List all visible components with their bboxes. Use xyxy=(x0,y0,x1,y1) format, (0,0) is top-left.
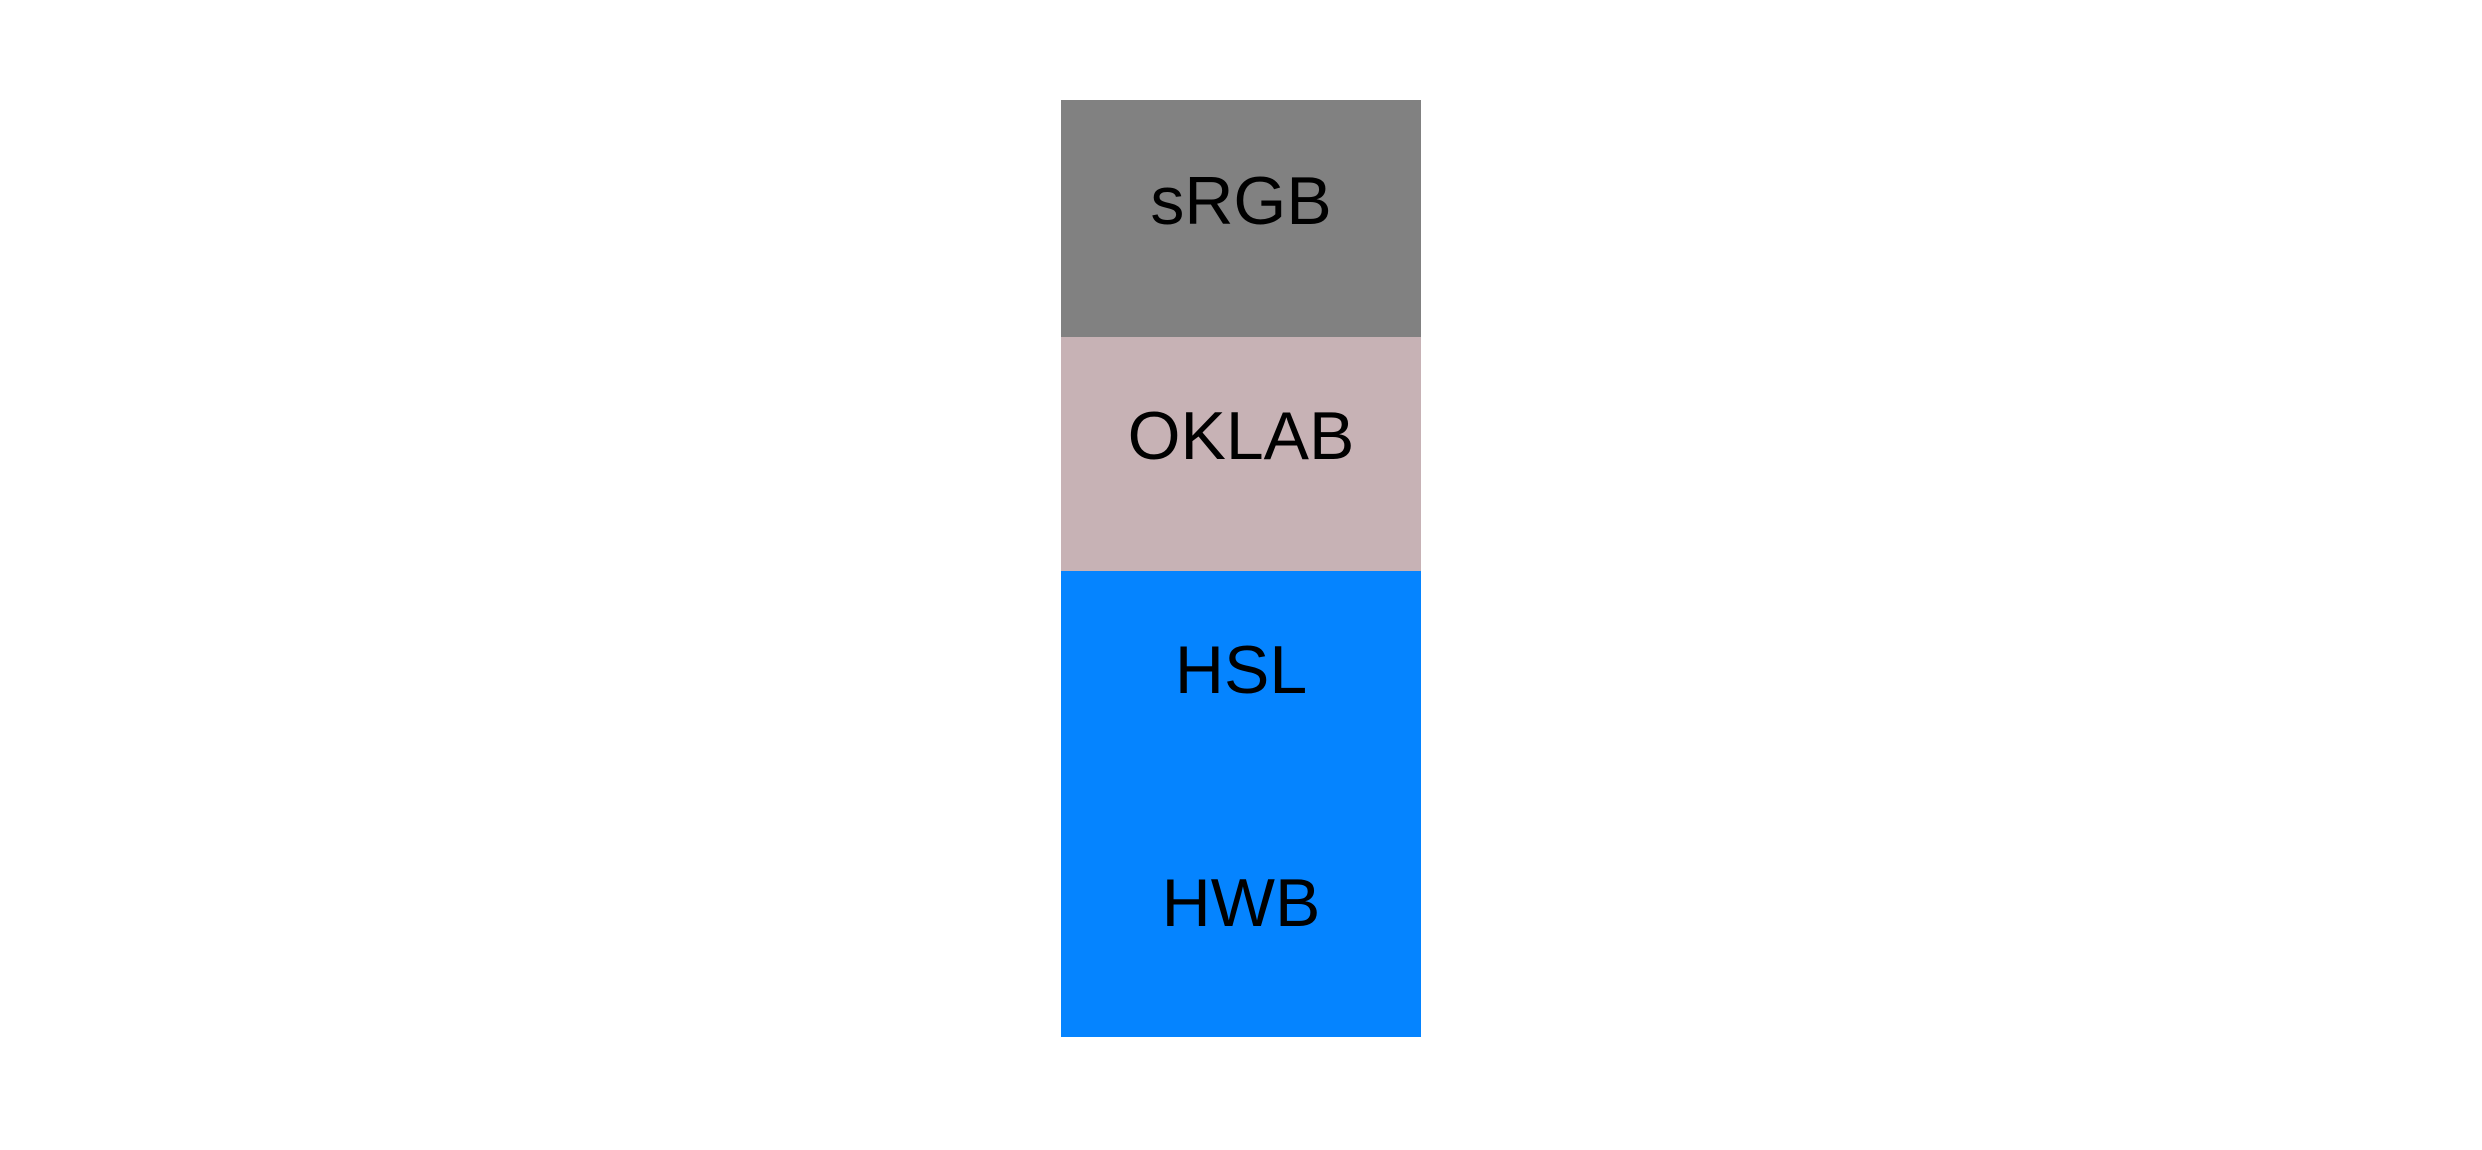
swatch-hwb[interactable]: HWB xyxy=(1061,804,1421,1037)
swatch-hsl[interactable]: HSL xyxy=(1061,571,1421,804)
swatch-srgb[interactable]: sRGB xyxy=(1061,100,1421,337)
swatch-oklab[interactable]: OKLAB xyxy=(1061,337,1421,571)
swatch-label-hsl: HSL xyxy=(1174,631,1308,708)
swatch-label-hwb: HWB xyxy=(1161,864,1321,941)
color-space-swatch-stack: sRGB OKLAB HSL HWB xyxy=(1061,100,1421,1037)
swatch-label-oklab: OKLAB xyxy=(1127,398,1355,474)
swatch-label-srgb: sRGB xyxy=(1150,162,1332,239)
